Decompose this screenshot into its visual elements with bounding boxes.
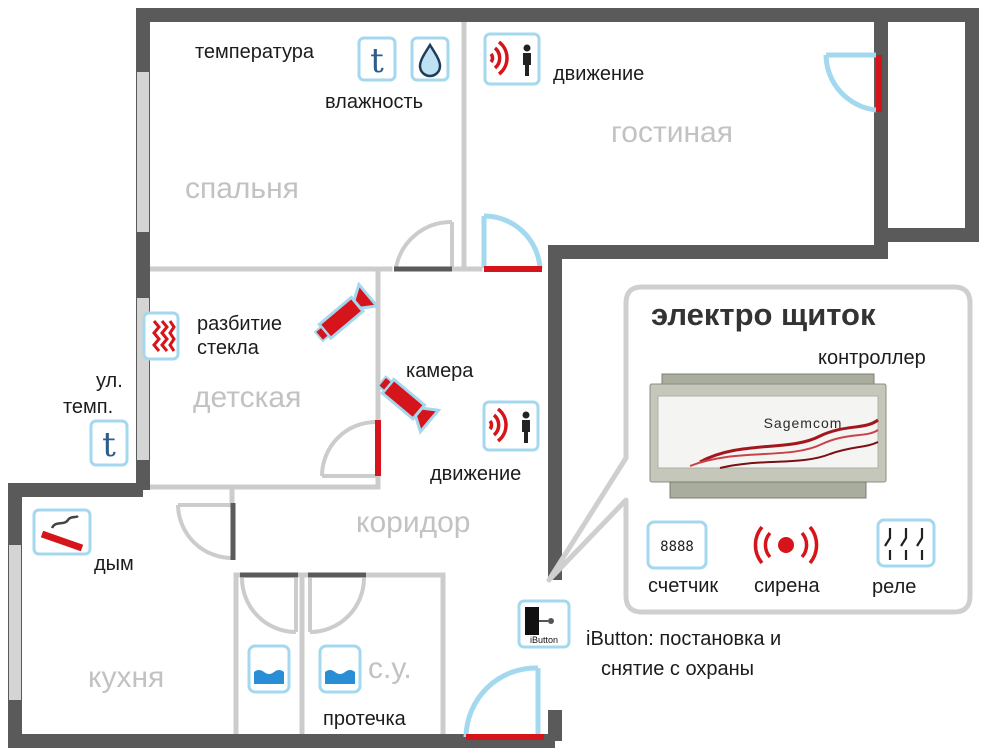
svg-text:t: t (102, 425, 116, 465)
room-label-kitchen: кухня (88, 661, 164, 694)
motion-sensor-icon (483, 32, 541, 86)
label-meter: счетчик (648, 575, 718, 597)
ibutton-description: iButton: постановка и снятие с охраны (586, 628, 781, 680)
relay-icon (876, 518, 936, 568)
label-controller: контроллер (818, 347, 926, 369)
door-living-room (481, 213, 543, 272)
label-glass-break-2: стекла (197, 337, 260, 359)
label-outdoor-2: темп. (63, 396, 113, 418)
label-leak: протечка (323, 708, 407, 730)
smoke-detector-icon (32, 508, 92, 556)
label-smoke: дым (94, 553, 134, 575)
room-label-kids: детская (193, 381, 301, 414)
label-camera: камера (406, 360, 474, 382)
sensor-labels: температура влажность движение разбитие … (63, 41, 644, 730)
label-siren: сирена (754, 575, 820, 597)
label-relay: реле (872, 576, 916, 598)
room-label-corridor: коридор (356, 506, 470, 539)
room-label-bedroom: спальня (185, 172, 299, 205)
brand-logo: Sagemcom (764, 415, 843, 431)
room-label-living: гостиная (611, 116, 733, 149)
door-kids-room (320, 420, 381, 478)
camera-icon-corridor (376, 375, 442, 435)
ibutton-line-1: iButton: постановка и (586, 628, 781, 650)
ibutton-reader-icon: iButton (517, 599, 571, 649)
door-entrance (463, 665, 544, 740)
windows (9, 72, 149, 700)
siren-icon (753, 525, 819, 565)
controller-device: Sagemcom (649, 373, 887, 499)
ibutton-line-2: снятие с охраны (601, 658, 754, 680)
svg-text:iButton: iButton (530, 635, 558, 645)
door-kitchen (176, 503, 236, 560)
electrical-panel: электро щиток контроллер Sagemcom 8888 с… (546, 284, 973, 615)
svg-text:8888: 8888 (660, 539, 694, 555)
meter-icon: 8888 (646, 520, 708, 570)
camera-icon (313, 281, 380, 343)
label-outdoor-1: ул. (96, 370, 123, 392)
water-drop-icon (410, 36, 450, 82)
room-label-bathroom: с.у. (368, 652, 412, 685)
motion-sensor-icon-corridor (482, 400, 540, 452)
outdoor-thermometer-icon: t (89, 419, 129, 467)
label-motion-corridor: движение (430, 463, 521, 485)
door-balcony (823, 52, 882, 113)
water-leak-icon-2 (318, 644, 362, 694)
water-leak-icon (247, 644, 291, 694)
glass-break-icon (142, 311, 180, 361)
room-labels: спальня гостиная детская коридор кухня с… (88, 116, 733, 694)
label-temperature: температура (195, 41, 315, 63)
label-motion-living: движение (553, 63, 644, 85)
svg-text:t: t (370, 41, 384, 81)
label-glass-break-1: разбитие (197, 313, 282, 335)
door-wc-left (240, 572, 298, 634)
door-wc-right (308, 572, 366, 634)
thermometer-icon: t (357, 36, 397, 82)
label-humidity: влажность (325, 91, 423, 113)
door-bedroom (394, 219, 454, 272)
panel-title: электро щиток (651, 297, 876, 332)
